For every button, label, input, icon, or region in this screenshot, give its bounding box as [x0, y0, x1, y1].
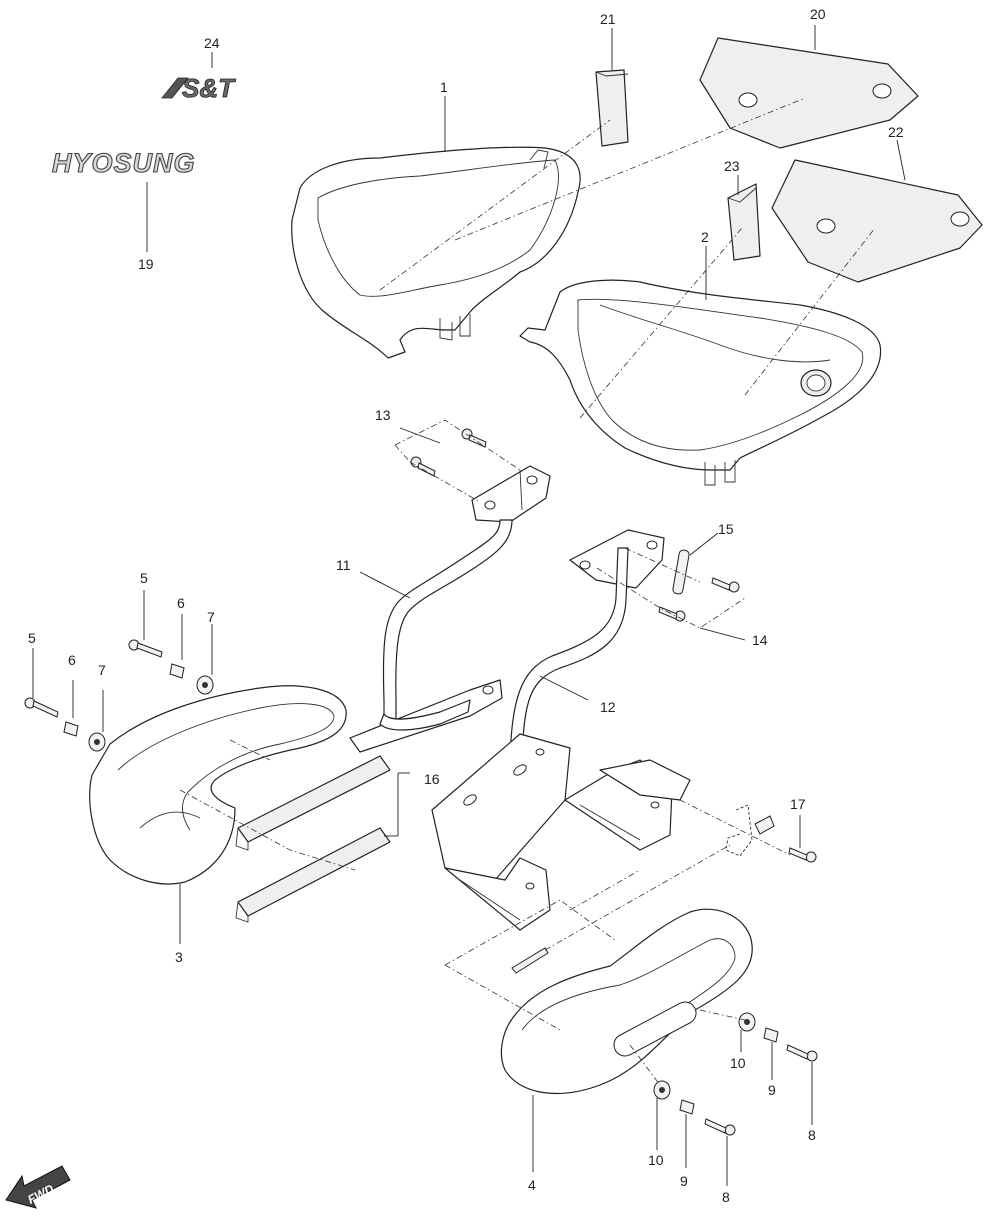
- leader-lines: [32, 25, 906, 1186]
- bracket-left: [349, 465, 551, 753]
- collar-9-lower: [679, 1099, 695, 1115]
- bolt-5-upper: [128, 639, 163, 658]
- callout-7-upper: 7: [207, 609, 215, 625]
- bracket-right: [509, 529, 665, 761]
- grommet-7-lower: [88, 732, 106, 752]
- side-cover-left: [291, 146, 581, 359]
- callout-6-lower: 6: [68, 652, 76, 668]
- bolt-14-upper: [711, 577, 740, 593]
- callout-22: 22: [888, 124, 904, 140]
- cushion-plate-lower: [771, 159, 983, 283]
- callout-12: 12: [600, 699, 616, 715]
- callout-15: 15: [718, 521, 734, 537]
- callout-labels: 24 19 1 21 20 22 23 2 13 11 15 14 12 16 …: [28, 6, 904, 1205]
- rubber-strip-lower: [235, 827, 391, 923]
- frame-cover-left: [89, 685, 347, 885]
- callout-16: 16: [424, 771, 440, 787]
- st-logo-text: S&T: [182, 73, 236, 103]
- callout-14: 14: [752, 632, 768, 648]
- callout-10-upper: 10: [730, 1055, 746, 1071]
- grommet-7-upper: [196, 675, 214, 695]
- callout-7-lower: 7: [98, 662, 106, 678]
- collar-9-upper: [763, 1027, 779, 1043]
- hyosung-emblem: HYOSUNG: [51, 147, 196, 178]
- callout-4: 4: [528, 1177, 536, 1193]
- hyosung-logo-text: HYOSUNG: [52, 148, 196, 178]
- callout-17: 17: [790, 796, 806, 812]
- callout-8-lower: 8: [722, 1189, 730, 1205]
- side-cover-right: [519, 279, 882, 486]
- wire-lead: [511, 844, 731, 974]
- cushion-plate-upper: [699, 37, 919, 149]
- rubber-strip-upper: [235, 755, 391, 851]
- callout-9-upper: 9: [768, 1082, 776, 1098]
- st-emblem: S&T: [161, 73, 237, 103]
- bolt-8-lower: [704, 1118, 736, 1136]
- bolt-8-upper: [786, 1044, 818, 1062]
- callout-24: 24: [204, 35, 220, 51]
- bolt-5-lower: [24, 697, 59, 718]
- callout-8-upper: 8: [808, 1127, 816, 1143]
- callout-2: 2: [701, 229, 709, 245]
- callout-1: 1: [440, 79, 448, 95]
- callout-13: 13: [375, 407, 391, 423]
- collar-6-lower: [63, 721, 79, 737]
- bolt-14-lower: [658, 606, 686, 622]
- small-pad-upper: [595, 69, 629, 147]
- wire-clip: [725, 804, 775, 857]
- grommet-10-lower: [653, 1080, 671, 1100]
- clip-15: [672, 549, 690, 595]
- callout-5-lower: 5: [28, 630, 36, 646]
- callout-6-upper: 6: [177, 595, 185, 611]
- bolt-13-lower: [410, 456, 436, 477]
- small-pad-lower: [727, 183, 761, 261]
- callout-9-lower: 9: [680, 1173, 688, 1189]
- assembly-lines: [179, 97, 876, 1086]
- frame-cover-right: [500, 908, 753, 1095]
- fwd-arrow-icon: FWD: [5, 1165, 71, 1209]
- callout-19: 19: [138, 256, 154, 272]
- callout-23: 23: [724, 158, 740, 174]
- callout-20: 20: [810, 6, 826, 22]
- collar-6-upper: [169, 663, 185, 679]
- battery-tray: [431, 733, 691, 931]
- callout-21: 21: [600, 11, 616, 27]
- bolt-17: [788, 847, 817, 863]
- callout-3: 3: [175, 949, 183, 965]
- callout-5-upper: 5: [140, 570, 148, 586]
- callout-10-lower: 10: [648, 1152, 664, 1168]
- grommet-10-upper: [738, 1012, 756, 1032]
- bolt-13-upper: [461, 428, 487, 448]
- callout-11: 11: [336, 557, 351, 573]
